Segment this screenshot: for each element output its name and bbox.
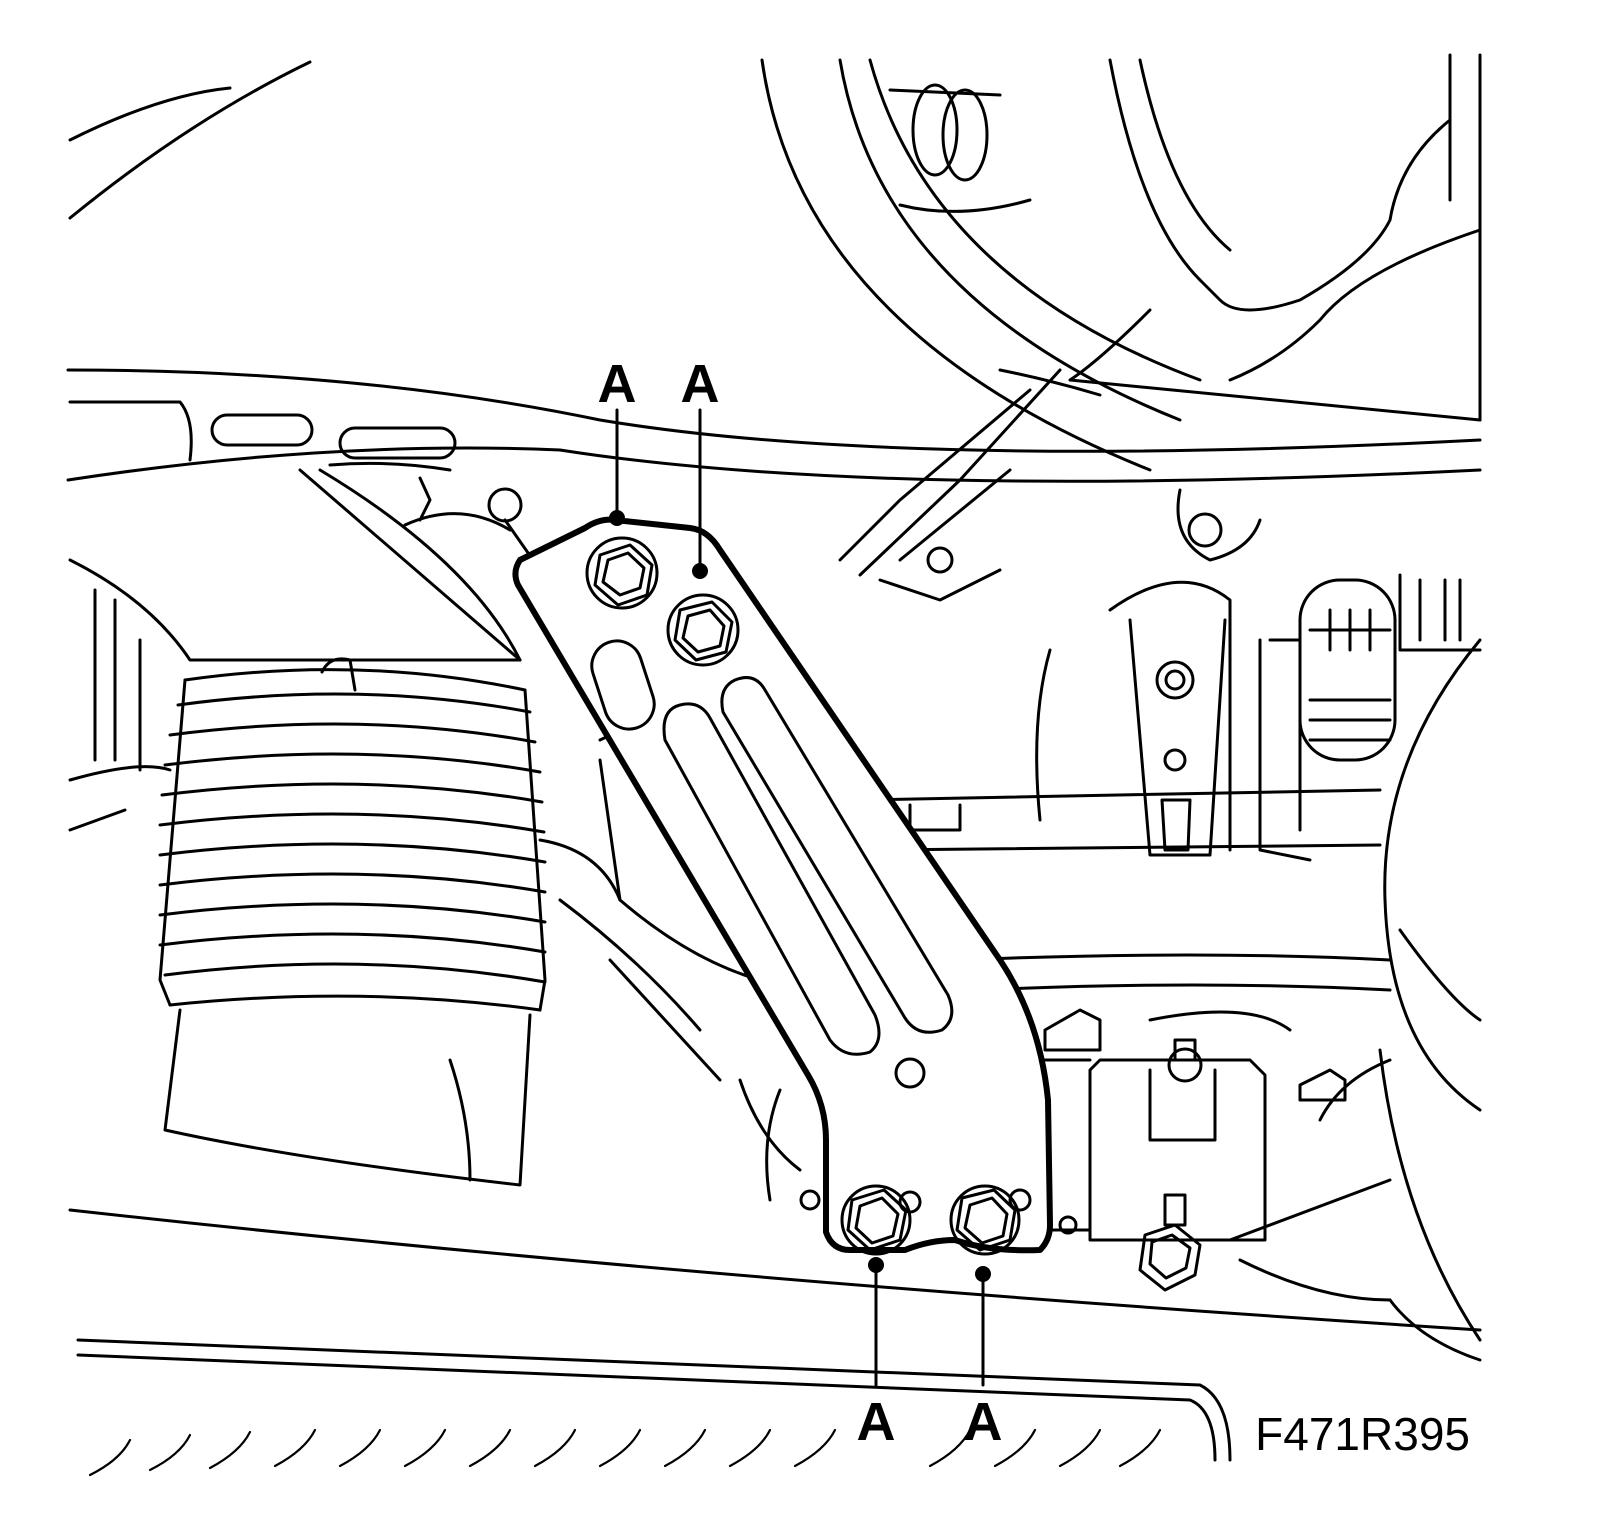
support-bracket: [512, 516, 1053, 1254]
engine-mount-right: [1035, 488, 1482, 862]
bolt-top-right: [666, 593, 740, 667]
bottom-squiggles: [88, 1428, 1162, 1477]
bolt-bottom-left: [840, 1184, 922, 1256]
leader-dot-top-right: [692, 563, 708, 579]
bolt-bottom-right: [949, 1184, 1032, 1256]
callout-a-top-left: A: [598, 354, 637, 414]
callout-a-top-right: A: [681, 354, 720, 414]
background-structure: [66, 53, 1482, 1477]
callout-leaders: [609, 408, 991, 1387]
leader-dot-bottom-right: [975, 1266, 991, 1282]
figure-id: F471R395: [1255, 1408, 1470, 1460]
lower-right-bracket: [1043, 1008, 1392, 1302]
bolt-top-left: [585, 536, 659, 610]
bellows-boot: [158, 657, 547, 1187]
leader-dot-top-left: [609, 510, 625, 526]
callout-a-bottom-right: A: [964, 1392, 1003, 1452]
leader-dot-bottom-left: [868, 1257, 884, 1273]
callout-a-bottom-left: A: [857, 1392, 896, 1452]
